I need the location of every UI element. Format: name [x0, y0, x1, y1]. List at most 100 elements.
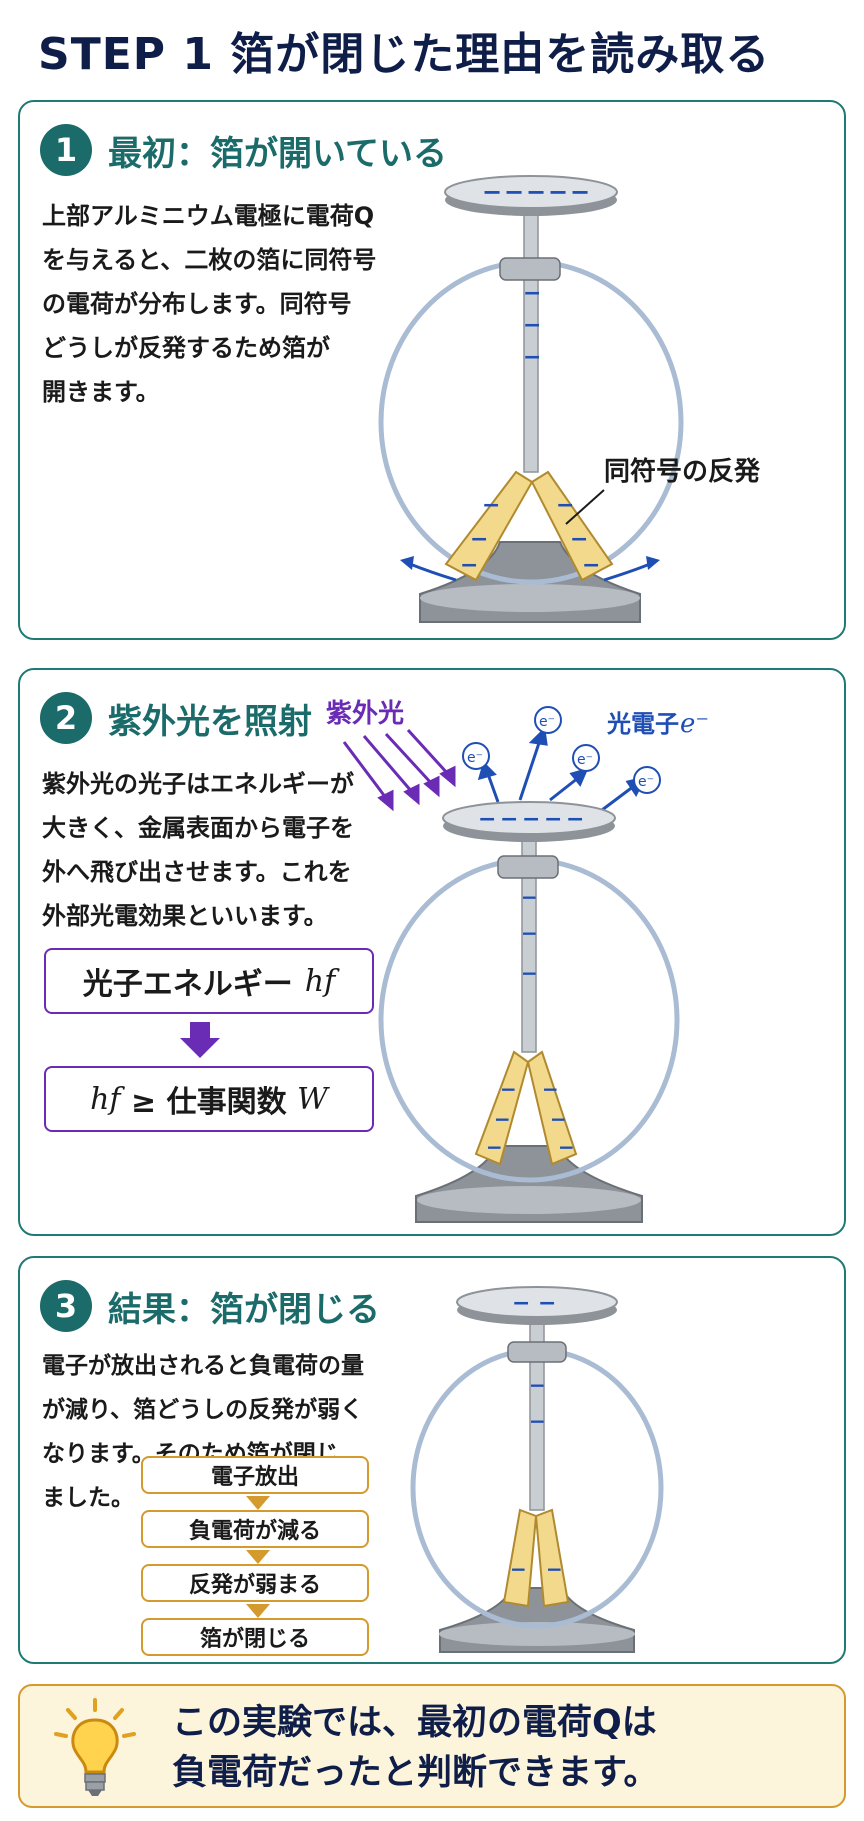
disk-charge-5: − [570, 178, 590, 206]
left-foil-charge-3: − [460, 553, 478, 578]
disk-charge-2: − [538, 1291, 556, 1316]
step-2-text: 紫外光の光子はエネルギーが 大きく、金属表面から電子を 外へ飛び出させます。これ… [42, 770, 354, 930]
photon-energy-label: 光子エネルギー [82, 967, 293, 1002]
repulsion-arrow-left [409, 562, 457, 582]
repulsion-arrowhead-right [646, 556, 660, 570]
left-foil-charge-2: − [494, 1107, 511, 1131]
step-1-title: 最初：箔が開いている [108, 133, 447, 174]
electrode-rod [523, 213, 539, 473]
disk-charge-3: − [522, 807, 540, 832]
step-3-panel: 3 結果：箔が閉じる 電子が放出されると負電荷の量 が減り、箔どうしの反発が弱く… [18, 1256, 846, 1664]
electron-3: e⁻ [572, 744, 600, 772]
step-1-panel: 1 最初：箔が開いている 上部アルミニウム電極に電荷Q を与えると、二枚の箔に同… [18, 100, 846, 640]
electron-2: e⁻ [534, 706, 562, 734]
step-2-title: 紫外光を照射 [108, 701, 312, 742]
svg-text:e⁻: e⁻ [638, 774, 654, 790]
rod-charge-2: − [529, 1409, 546, 1433]
electroscope-base-top [420, 584, 640, 612]
flow-step-3: 反発が弱まる [141, 1564, 369, 1602]
disk-charge-4: − [544, 807, 562, 832]
right-foil-charge-1: − [542, 1077, 559, 1101]
electrode-disk [444, 175, 618, 209]
work-function-text: ≥ 仕事関数 [120, 1085, 298, 1120]
electroscope-uv-diagram: 紫外光 光電子 e⁻ e⁻ e⁻ e⁻ e⁻ − − − − − − − − [326, 699, 709, 1223]
rod-charge-1: − [521, 885, 538, 909]
step-3-text: 電子が放出されると負電荷の量 が減り、箔どうしの反発が弱く なります。そのため箔… [42, 1353, 364, 1511]
electroscope-base-top [417, 1186, 641, 1214]
work-function-lhs: hf [90, 1081, 121, 1117]
conclusion-text: この実験では、最初の電荷Qは 負電荷だったと判断できます。 [172, 1703, 659, 1793]
electrode-disk [442, 801, 616, 835]
disk-charge-2: − [500, 807, 518, 832]
left-foil-charge-3: − [486, 1135, 503, 1159]
electron-4: e⁻ [633, 766, 661, 794]
work-function-symbol: W [297, 1081, 328, 1117]
rod-charge-2: − [523, 313, 541, 338]
svg-text:e⁻: e⁻ [577, 752, 593, 768]
disk-charge-1: − [482, 178, 502, 206]
work-function-box: hf ≥ 仕事関数 W [44, 1066, 374, 1132]
disk-charge-1: − [512, 1291, 530, 1316]
disk-charge-2: − [504, 178, 524, 206]
svg-text:e⁻: e⁻ [467, 750, 483, 766]
photoelectron-label: 光電子 [606, 710, 679, 738]
svg-text:e⁻: e⁻ [539, 714, 555, 730]
step-3-header: 3 結果：箔が閉じる [40, 1280, 380, 1332]
step-3-title: 結果：箔が閉じる [108, 1289, 380, 1330]
rod-collar [499, 257, 561, 281]
flow-arrow-2 [246, 1550, 270, 1564]
photon-energy-formula: hf [304, 963, 336, 999]
uv-label: 紫外光 [326, 699, 404, 729]
box-down-arrow [180, 1022, 220, 1058]
electroscope-base-top [439, 1622, 635, 1646]
rod-charge-1: − [523, 281, 541, 306]
left-foil [474, 1050, 530, 1166]
repulsion-arrowhead-left [400, 556, 414, 570]
left-foil-charge-1: − [482, 493, 500, 518]
electroscope-closed-diagram: − − − − − − [410, 1286, 664, 1653]
disk-charge-3: − [526, 178, 546, 206]
repulsion-arrow-right [603, 562, 651, 582]
conclusion-box: この実験では、最初の電荷Qは 負電荷だったと判断できます。 [18, 1684, 846, 1808]
right-foil [534, 1508, 570, 1608]
flow-step-2: 負電荷が減る [141, 1510, 369, 1548]
right-foil-charge-3: − [558, 1135, 575, 1159]
electroscope-open-diagram: − − − − − − − − − − − − − − 同符号の反発 [378, 175, 761, 623]
right-foil-charge-1: − [546, 1557, 563, 1581]
disk-charge-4: − [548, 178, 568, 206]
flow-step-4: 箔が閉じる [141, 1618, 369, 1656]
left-foil-charge-1: − [510, 1557, 527, 1581]
rod-collar [507, 1341, 567, 1363]
lightbulb-icon [54, 1698, 136, 1796]
page-title: STEP 1 箔が閉じた理由を読み取る [38, 29, 771, 80]
rod-charge-2: − [521, 921, 538, 945]
repulsion-label: 同符号の反発 [604, 456, 761, 487]
uv-rays [342, 728, 456, 812]
right-foil-charge-3: − [582, 553, 600, 578]
photon-energy-box: 光子エネルギー hf [44, 948, 374, 1014]
rod-charge-3: − [521, 961, 538, 985]
electron-1: e⁻ [462, 742, 490, 770]
right-foil [526, 1050, 578, 1166]
step-1-number: 1 [40, 124, 92, 176]
flow-step-1: 電子放出 [141, 1456, 369, 1494]
rod-charge-1: − [529, 1373, 546, 1397]
photoelectron-symbol: e⁻ [680, 709, 709, 739]
left-foil-charge-2: − [470, 527, 488, 552]
flow-arrow-1 [246, 1496, 270, 1510]
electrode-disk [456, 1286, 618, 1318]
rod-collar [497, 855, 559, 879]
flow-arrow-3 [246, 1604, 270, 1618]
step-1-header: 1 最初：箔が開いている [40, 124, 447, 176]
rod-charge-3: − [523, 345, 541, 370]
left-foil [444, 470, 534, 582]
step-2-header: 2 紫外光を照射 [40, 692, 312, 744]
left-foil-charge-1: − [500, 1077, 517, 1101]
right-foil [530, 470, 614, 582]
step-3-number: 3 [40, 1280, 92, 1332]
right-foil-charge-2: − [550, 1107, 567, 1131]
label-leader-line [565, 489, 605, 525]
step-2-number: 2 [40, 692, 92, 744]
disk-charge-5: − [566, 807, 584, 832]
left-foil [502, 1508, 538, 1608]
